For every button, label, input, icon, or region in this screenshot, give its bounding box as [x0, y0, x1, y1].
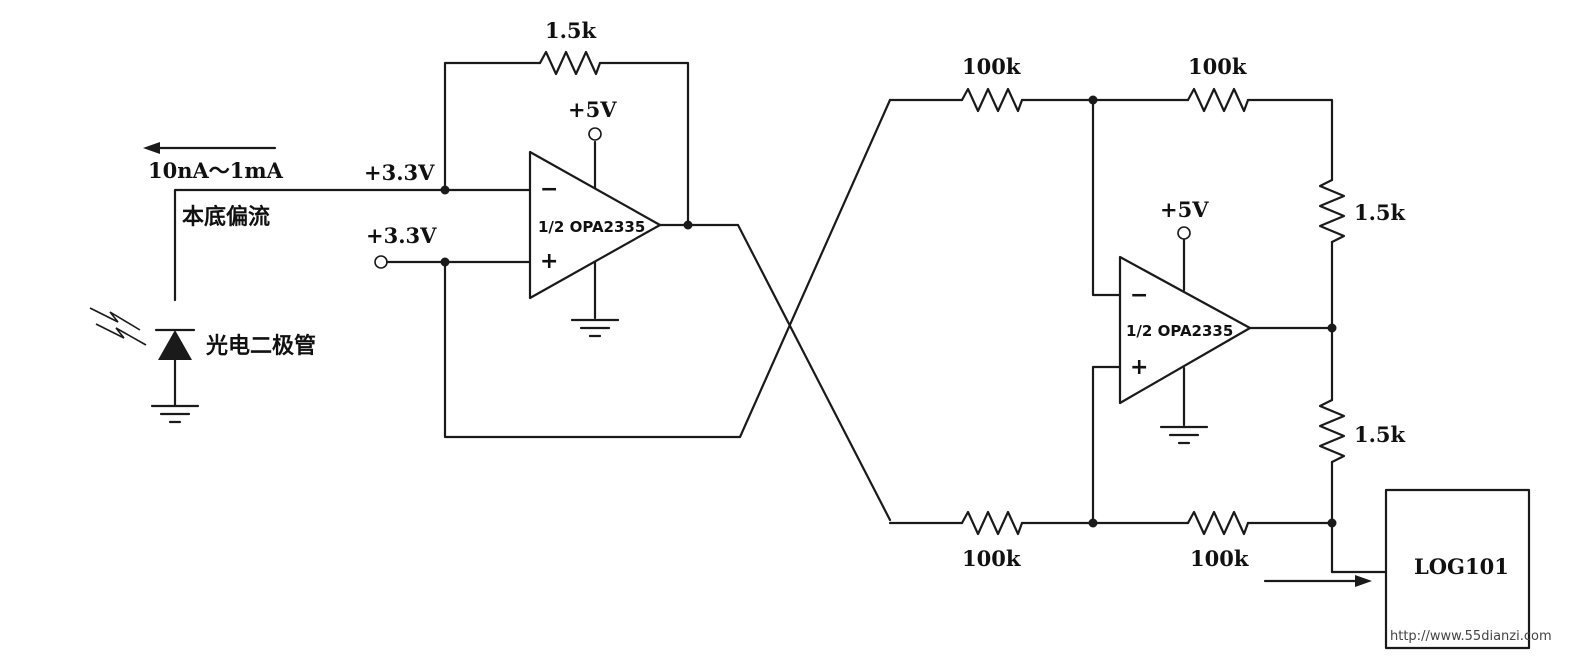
- resistor-r-div-top: [1318, 178, 1346, 402]
- log101-chip: [1384, 488, 1531, 650]
- r-fb-bottom-label: 100k: [1190, 546, 1249, 571]
- r-div-bottom-label: 1.5k: [1354, 422, 1406, 447]
- top-rail: [888, 87, 1334, 182]
- opamp2-minus-sign: −: [1130, 283, 1148, 308]
- resistor-r-div-bottom: [1318, 398, 1346, 574]
- photodiode-label: 光电二极管: [205, 333, 316, 359]
- supply2-label: +5V: [1160, 197, 1209, 222]
- log101-label: LOG101: [1414, 554, 1509, 579]
- opamp1-plus-sign: +: [540, 249, 558, 274]
- v33-top-label: +3.3V: [364, 160, 435, 185]
- opamp2-plus-sign: +: [1130, 355, 1148, 380]
- watermark: http://www.55dianzi.com: [1390, 629, 1552, 644]
- v33-bottom-label: +3.3V: [366, 223, 437, 248]
- r-in-bottom-label: 100k: [962, 546, 1021, 571]
- bias-current-label: 本底偏流: [182, 204, 270, 230]
- opamp1-label: 1/2 OPA2335: [538, 218, 645, 236]
- opamp2-label: 1/2 OPA2335: [1126, 322, 1233, 340]
- current-range-label: 10nA～1mA: [148, 158, 284, 183]
- current-arrow: [143, 142, 277, 154]
- resistor-r-feedback1: [538, 50, 602, 76]
- bottom-rail: [888, 510, 1334, 536]
- ground-symbol-opamp2: [1159, 425, 1209, 445]
- opamp2-symbol: [1091, 98, 1334, 525]
- r-feedback1-label: 1.5k: [545, 18, 597, 43]
- ground-symbol-opamp1: [570, 318, 620, 338]
- r-fb-top-label: 100k: [1188, 54, 1247, 79]
- input-wiring: [173, 61, 690, 302]
- r-in-top-label: 100k: [962, 54, 1021, 79]
- log101-connection: [1263, 570, 1388, 587]
- r-div-top-label: 1.5k: [1354, 200, 1406, 225]
- supply1-label: +5V: [568, 97, 617, 122]
- photodiode-symbol: [89, 307, 196, 407]
- crossing-wires: [686, 223, 892, 522]
- opamp1-noninv-wiring: [374, 98, 892, 439]
- opamp1-minus-sign: −: [540, 177, 558, 202]
- ground-symbol-diode: [150, 404, 200, 424]
